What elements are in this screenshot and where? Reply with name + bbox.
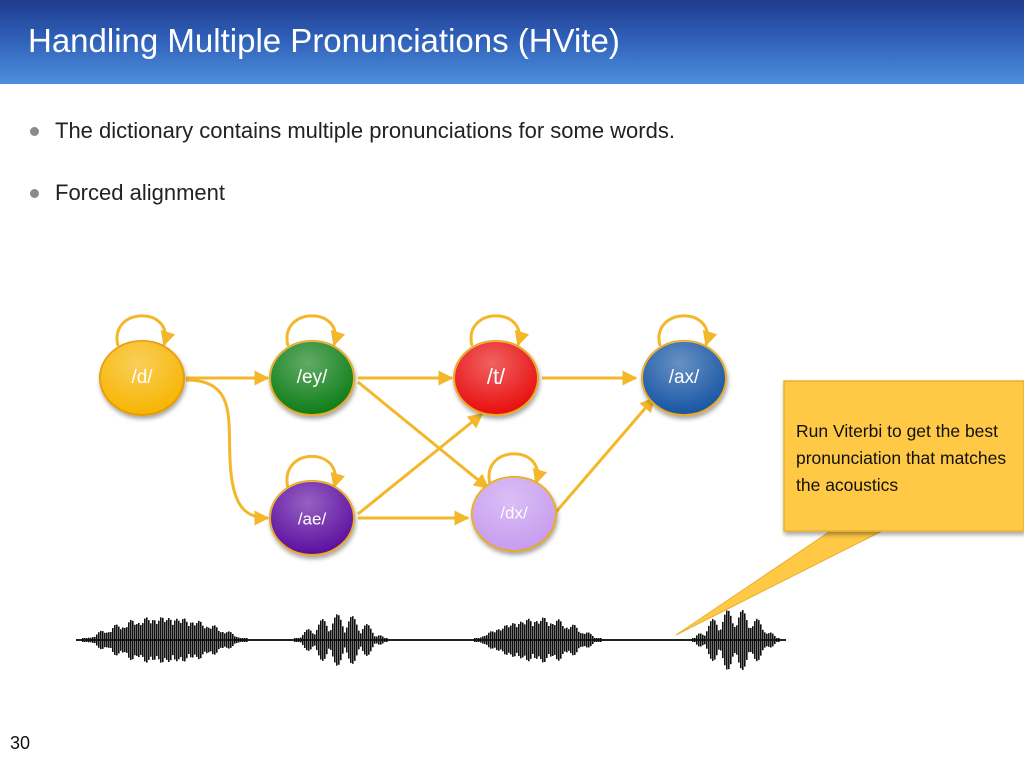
self-loop-ae	[285, 455, 345, 489]
node-ae: /ae/	[269, 480, 355, 556]
self-loop-t	[469, 314, 530, 347]
callout-text: Run Viterbi to get the best pronunciatio…	[796, 421, 1007, 495]
edge-dx-ax	[554, 396, 656, 513]
edge-ey-dx	[357, 380, 490, 490]
node-d: /d/	[99, 340, 185, 416]
node-t: /t/	[453, 340, 539, 416]
bullet-list: The dictionary contains multiple pronunc…	[28, 116, 988, 240]
slide-title: Handling Multiple Pronunciations (HVite)	[28, 22, 620, 59]
node-ae-label: /ae/	[298, 509, 327, 528]
audio-waveform	[76, 610, 786, 670]
self-loop-ey	[285, 314, 346, 347]
node-ey: /ey/	[269, 340, 355, 416]
bullet-text: The dictionary contains multiple pronunc…	[55, 118, 675, 143]
node-dx-label: /dx/	[500, 503, 528, 522]
node-d-label: /d/	[131, 367, 153, 388]
callout-box	[783, 380, 1024, 532]
node-t-label: /t/	[487, 364, 506, 389]
bullet-text: Forced alignment	[55, 180, 225, 205]
node-dx: /dx/	[471, 476, 557, 552]
bullet-dot-icon	[30, 126, 39, 136]
node-ey-label: /ey/	[297, 367, 328, 388]
bullet-item: Forced alignment	[28, 178, 988, 208]
edge-d-ae	[185, 378, 270, 526]
bullet-dot-icon	[30, 188, 39, 198]
node-ax: /ax/	[641, 340, 727, 416]
self-loop-ax	[657, 314, 718, 347]
edge-ae-t	[357, 412, 484, 516]
bullet-item: The dictionary contains multiple pronunc…	[28, 116, 988, 146]
node-ax-label: /ax/	[669, 367, 700, 388]
self-loop-dx	[487, 452, 548, 485]
page-number: 30	[10, 733, 31, 753]
title-bar: Handling Multiple Pronunciations (HVite)	[0, 0, 1024, 84]
callout-pointer	[675, 527, 889, 636]
self-loop-d	[115, 314, 176, 347]
